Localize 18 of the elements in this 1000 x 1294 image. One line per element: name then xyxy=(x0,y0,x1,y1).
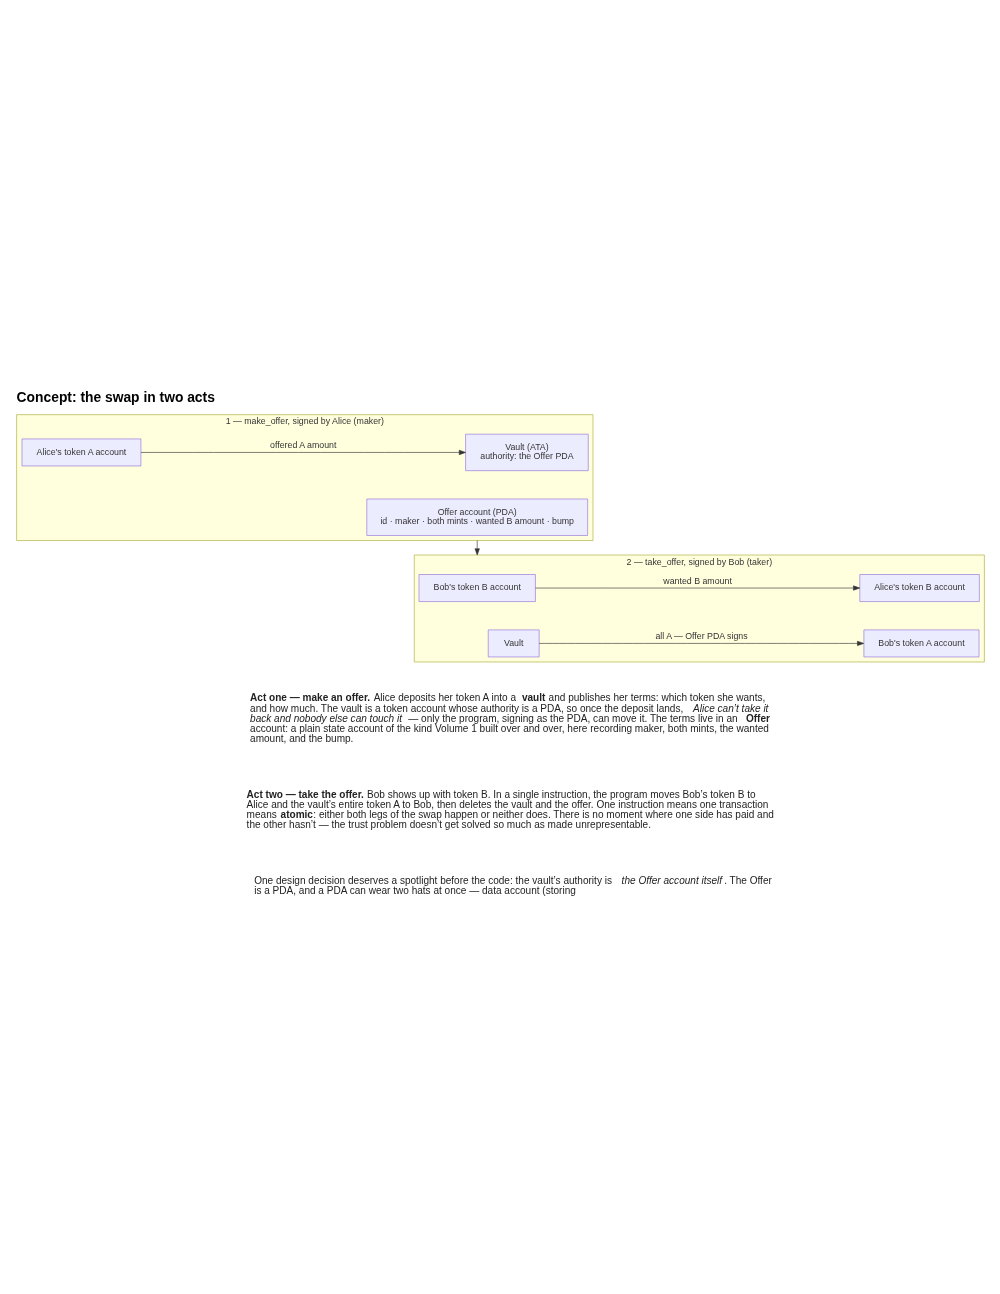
edge-label: all A — Offer PDA signs xyxy=(654,630,748,641)
arrow xyxy=(140,449,466,455)
node-box: Vault (ATA) authority: the Offer PDA xyxy=(464,433,589,471)
label: One design decision deserves a spotlight before the code: the vault’s authority is the Offer account itself. The Offer is a PDA, and a PDA can wear two hats at once — data account (storing xyxy=(253,874,772,896)
node-box: Offer account (PDA) id · maker · both mints · wanted B amount · bump xyxy=(365,498,588,536)
arrow xyxy=(474,539,480,555)
node-box: Alice's token A account xyxy=(21,438,141,466)
arrow xyxy=(538,640,864,646)
diagram-title: Concept: the swap in two acts xyxy=(16,388,215,405)
node-box: Vault xyxy=(487,629,539,657)
edge-label: offered A amount xyxy=(269,439,336,450)
arrow xyxy=(534,585,860,591)
node-box: Bob's token A account xyxy=(863,629,979,657)
node-box: Alice's token B account xyxy=(858,573,980,602)
node-box: Bob's token B account xyxy=(418,573,536,602)
label: Act two — take the offer. Bob shows up with token B. In a single instruction, the program moves Bob’s token B to Alice and the vault’s entire token A to Bob, then deletes the vault and the offer. One instruction means one transaction means atomic: either both legs of the swap happen or neither does. There is no moment where one side has paid and the other hasn’t — the trust problem doesn’t get solved so much as made unrepresentable. xyxy=(246,788,774,830)
label: Act one — make an offer. Alice deposits her token A into a vault and publishes her terms: which token she wants, and how much. The vault is a token account whose authority is a PDA, so once the deposit lands, Alice can’t take it back and nobody else can touch it — only the program, signing as the PDA, can move it. The terms live in an Offer account: a plain state account of the kind Volume 1 built over and over, here recording maker, both mints, the wanted amount, and the bump. xyxy=(249,691,770,744)
edge-label: wanted B amount xyxy=(662,575,732,586)
